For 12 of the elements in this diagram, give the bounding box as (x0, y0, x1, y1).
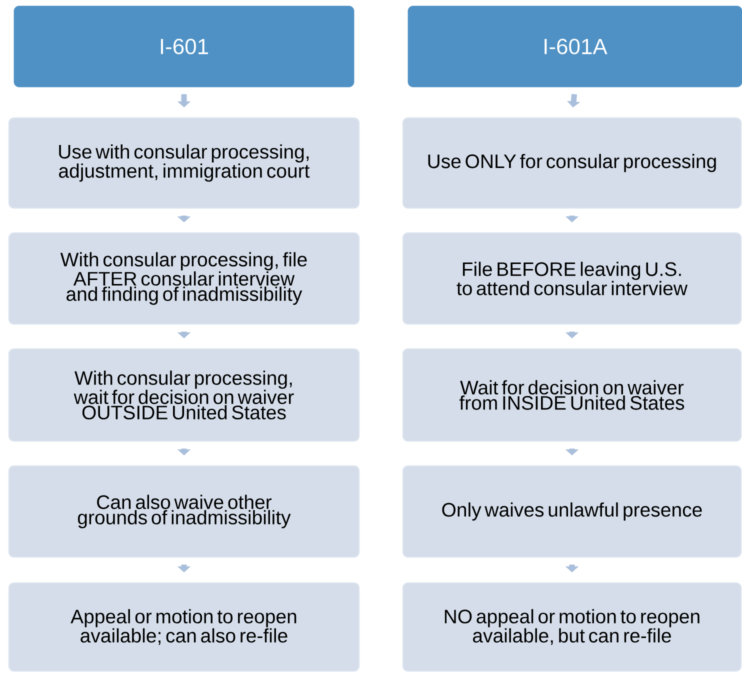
process-box: With consular processing, wait for decision on waiver OUTSIDE United States (8, 348, 360, 442)
process-box: NO appeal or motion to reopen available, but can re-file (402, 582, 742, 672)
process-box: Use ONLY for consular processing (402, 117, 742, 209)
header-box: I-601 (14, 6, 354, 88)
process-box: Appeal or motion to reopen available; can also re-file (8, 582, 360, 672)
process-box: With consular processing, file AFTER consular interview and finding of inadmissibility (8, 232, 360, 325)
header-box: I-601A (408, 6, 742, 88)
process-box: File BEFORE leaving U.S. to attend consular interview (402, 232, 742, 325)
process-box: Wait for decision on waiver from INSIDE United States (402, 348, 742, 442)
process-box: Use with consular processing, adjustment, immigration court (8, 117, 360, 209)
process-box: Can also waive other grounds of inadmissibility (8, 465, 360, 558)
process-box: Only waives unlawful presence (402, 465, 742, 558)
